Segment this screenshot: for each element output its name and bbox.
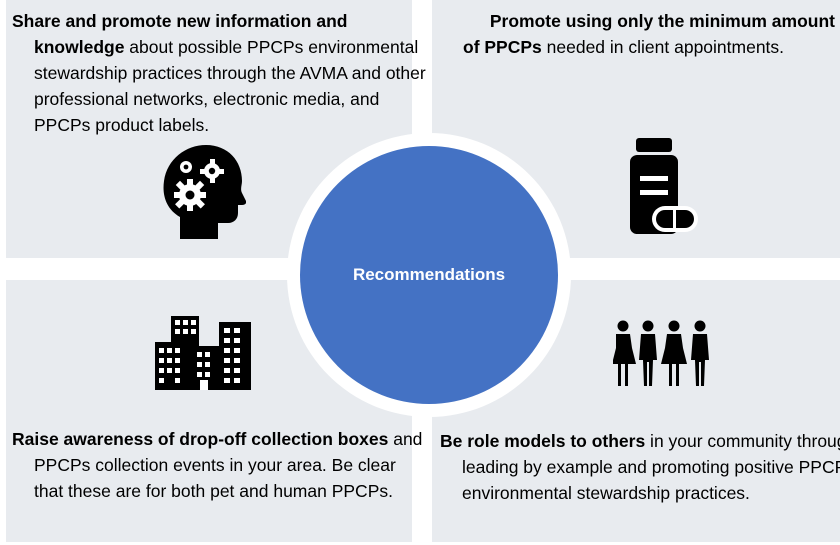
medicine-bottle-icon (630, 138, 698, 234)
share-promote-text: Share and promote new information and kn… (12, 8, 429, 138)
minimum-amount-rest: needed in client appointments. (541, 37, 785, 57)
role-models-bold: Be role models to others (440, 431, 646, 451)
role-models-rest: in your community through leading by exa… (462, 431, 840, 503)
buildings-icon (155, 316, 251, 390)
share-promote-bold: Share and promote new information and kn… (12, 11, 348, 57)
minimum-amount-text: Promote using only the minimum amount of … (440, 8, 835, 60)
share-promote-rest: about possible PPCPs environmental stewa… (34, 37, 426, 135)
people-group-icon (613, 320, 709, 386)
minimum-amount-bold-2: of PPCPs (463, 37, 542, 57)
role-models-text: Be role models to others in your communi… (440, 428, 840, 506)
center-circle: Recommendations (300, 146, 558, 404)
center-label: Recommendations (352, 265, 506, 284)
head-gears-icon (163, 145, 246, 239)
raise-awareness-rest: and PPCPs collection events in your area… (34, 429, 423, 501)
raise-awareness-bold: Raise awareness of drop-off collection b… (12, 429, 389, 449)
raise-awareness-text: Raise awareness of drop-off collection b… (12, 426, 429, 504)
minimum-amount-bold-1: Promote using only the minimum amount (489, 11, 835, 31)
